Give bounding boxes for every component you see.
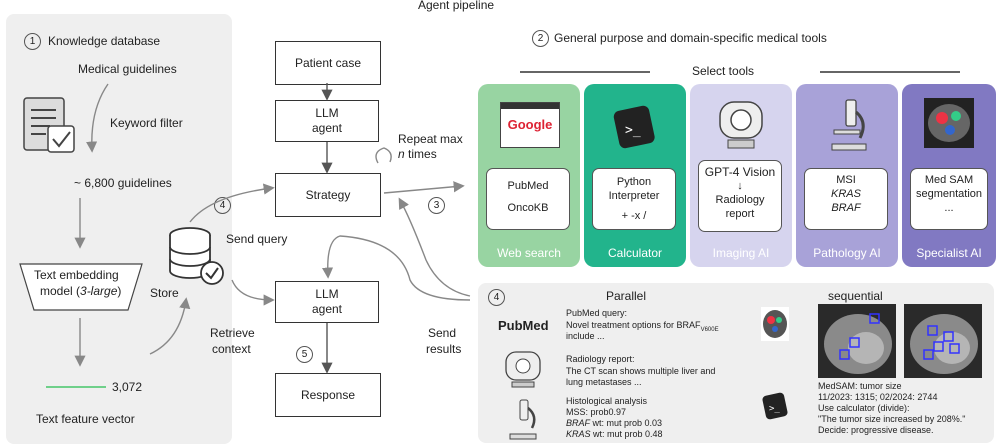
calculator-label: Calculator	[607, 246, 663, 260]
pubmed-query-text2: include ...	[566, 331, 605, 341]
repeat-label-line1: Repeat max	[398, 132, 463, 146]
svg-text:>_: >_	[769, 404, 780, 414]
knowledge-heading: Knowledge database	[48, 34, 161, 48]
microscope-icon	[831, 99, 867, 151]
select-tools-label: Select tools	[692, 64, 755, 78]
ct-scanner-small-icon	[505, 351, 541, 388]
tool-card-calculator: >_ Python Interpreter + -x / Calculator	[584, 84, 686, 267]
pubmed-query-title: PubMed query:	[566, 308, 628, 318]
send-results-label-line2: results	[426, 342, 462, 356]
ct-scan-image-2	[904, 304, 982, 378]
guideline-document-icon	[23, 97, 75, 153]
histology-braf: BRAF wt: mut prob 0.03	[566, 418, 663, 428]
microscope-small-icon	[509, 399, 537, 440]
segmentation-small-icon	[761, 307, 789, 341]
imaging-ai-label: Imaging AI	[712, 246, 770, 260]
send-results-label-line1: Send	[428, 326, 457, 340]
pubmed-logo: PubMed	[498, 318, 549, 333]
tool-card-imaging-ai: GPT-4 Vision ↓ Radiology report Imaging …	[690, 84, 792, 267]
vector-dimension-label: 3,072	[112, 380, 143, 394]
patient-case-box: Patient case	[275, 41, 381, 85]
segmentation-scan-icon	[924, 98, 974, 148]
step-number-1: 1	[24, 33, 41, 50]
llm-agent-box-top: LLM agent	[275, 100, 379, 142]
medsam-line5: Decide: progressive disease.	[818, 425, 934, 435]
step-number-4: 4	[488, 289, 505, 306]
medsam-line4: "The tumor size increased by 208%."	[818, 414, 966, 424]
radiology-text-line1: The CT scan shows multiple liver and	[566, 366, 716, 376]
store-label: Store	[150, 286, 179, 300]
response-box: Response	[275, 373, 381, 417]
terminal-icon: >_	[613, 105, 655, 149]
radiology-title: Radiology report:	[566, 354, 635, 364]
google-logo: Google	[507, 117, 553, 132]
feature-vector-bar	[46, 386, 106, 388]
keyword-filter-label: Keyword filter	[110, 116, 183, 130]
histology-kras: KRAS wt: mut prob 0.48	[566, 429, 663, 439]
medical-guidelines-label: Medical guidelines	[78, 62, 177, 76]
web-search-options: PubMed OncoKB	[486, 168, 570, 230]
send-query-label: Send query	[226, 232, 288, 246]
feature-vector-label: Text feature vector	[36, 412, 135, 426]
calculator-options: Python Interpreter + -x /	[592, 168, 676, 230]
parallel-heading: Parallel	[606, 289, 647, 303]
svg-text:>_: >_	[625, 123, 641, 138]
web-search-label: Web search	[497, 246, 561, 260]
retrieve-context-label-line2: context	[212, 342, 251, 356]
tools-heading: General purpose and domain-specific medi…	[554, 31, 827, 45]
imaging-options: GPT-4 Vision ↓ Radiology report	[698, 160, 782, 232]
terminal-small-icon: >_	[762, 392, 788, 420]
specialist-options: Med SAM segmentation ...	[910, 168, 988, 230]
tool-card-specialist-ai: Med SAM segmentation ... Specialist AI	[902, 84, 996, 267]
embedding-model-shape	[19, 263, 143, 311]
histology-mss: MSS: prob0.97	[566, 407, 627, 417]
step-number-5: 5	[296, 346, 313, 363]
radiology-text-line2: lung metastases ...	[566, 377, 642, 387]
ct-scanner-icon	[719, 101, 763, 149]
retrieve-context-label-line1: Retrieve	[210, 326, 255, 340]
ct-scan-image-1	[818, 304, 896, 378]
pubmed-query-text: Novel treatment options for BRAFV600E	[566, 320, 719, 333]
step-number-4-pipeline: 4	[214, 197, 231, 214]
sequential-heading: sequential	[828, 289, 883, 303]
medsam-line3: Use calculator (divide):	[818, 403, 910, 413]
embedding-model-line1: Text embedding	[34, 268, 119, 282]
histology-title: Histological analysis	[566, 396, 648, 406]
llm-agent-box-bottom: LLM agent	[275, 281, 379, 323]
tool-card-pathology-ai: MSI KRAS BRAF Pathology AI	[796, 84, 898, 267]
step-number-3: 3	[428, 197, 445, 214]
vector-store-database-icon	[169, 227, 224, 285]
repeat-label-line2: n times	[398, 147, 437, 161]
specialist-ai-label: Specialist AI	[916, 246, 982, 260]
page-title: Agent pipeline	[418, 0, 495, 12]
tool-card-web-search: Google PubMed OncoKB Web search	[478, 84, 580, 267]
embedding-model-line2: model (3-large)	[40, 284, 122, 298]
medsam-line1: MedSAM: tumor size	[818, 381, 902, 391]
pathology-options: MSI KRAS BRAF	[804, 168, 888, 230]
browser-window-icon: Google	[500, 102, 560, 148]
step-number-2: 2	[532, 30, 549, 47]
strategy-box: Strategy	[275, 173, 381, 217]
guideline-count-label: ~ 6,800 guidelines	[74, 176, 172, 190]
pathology-ai-label: Pathology AI	[813, 246, 881, 260]
medsam-line2: 11/2023: 1315; 02/2024: 2744	[818, 392, 938, 402]
